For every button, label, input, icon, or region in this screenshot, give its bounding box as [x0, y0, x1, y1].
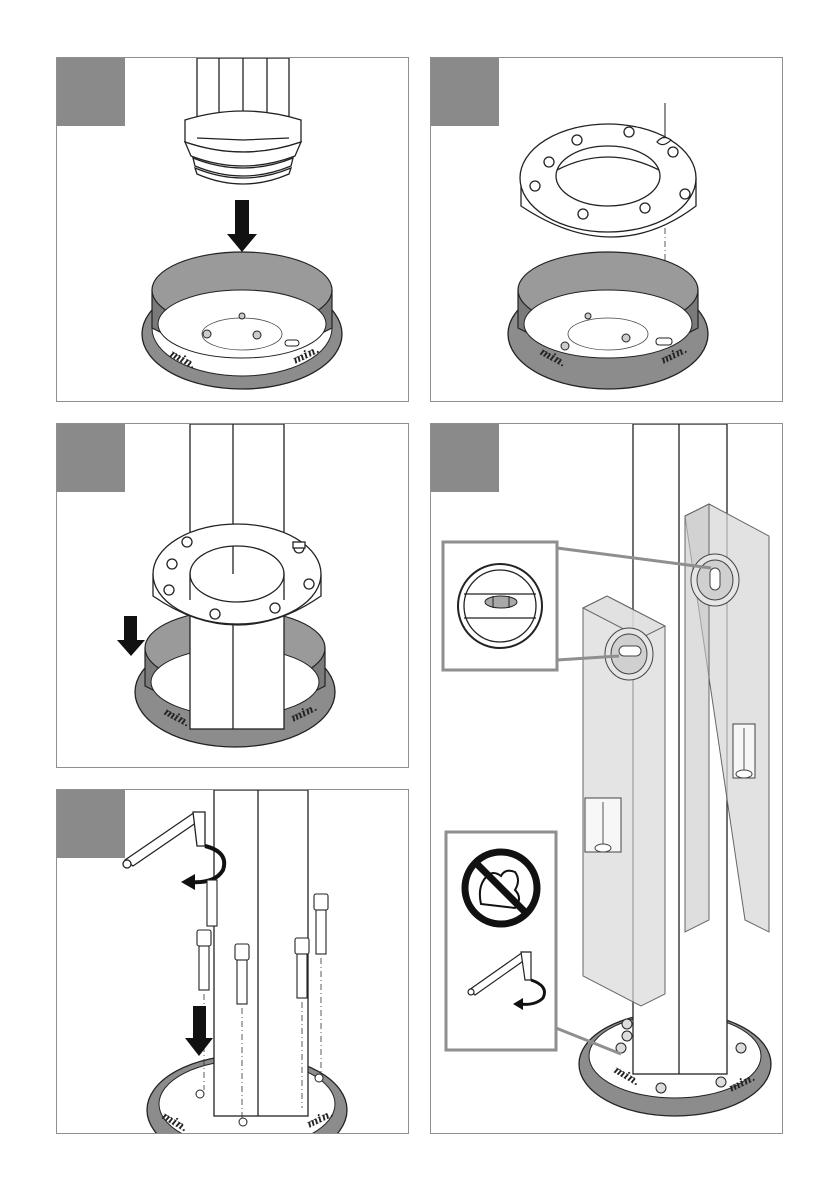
step-3-illustration: min. min.	[57, 424, 409, 768]
down-arrow-icon	[185, 1006, 213, 1056]
step-4-illustration: min. min.	[57, 790, 409, 1134]
step-5-panel: min. min.	[430, 423, 783, 1134]
step-2-panel: min. min.	[430, 57, 783, 402]
floor-sleeve: min. min.	[508, 252, 708, 389]
threaded-end	[185, 111, 301, 184]
step-3-panel: min. min.	[56, 423, 409, 768]
step-1-panel: min. min.	[56, 57, 409, 402]
down-arrow-icon	[227, 200, 257, 252]
step-4-panel: min. min.	[56, 789, 409, 1134]
square-tube	[214, 790, 308, 1116]
bubble-level-icon	[485, 596, 517, 608]
mounting-flange	[153, 524, 321, 625]
step-5-illustration: min. min.	[431, 424, 783, 1134]
step-2-illustration: min. min.	[431, 58, 783, 402]
no-excessive-force-icon	[465, 852, 537, 924]
floor-sleeve: min. min.	[142, 252, 342, 389]
hex-key-icon	[123, 812, 205, 868]
down-arrow-icon	[117, 616, 145, 656]
step-1-illustration: min. min.	[57, 58, 409, 402]
